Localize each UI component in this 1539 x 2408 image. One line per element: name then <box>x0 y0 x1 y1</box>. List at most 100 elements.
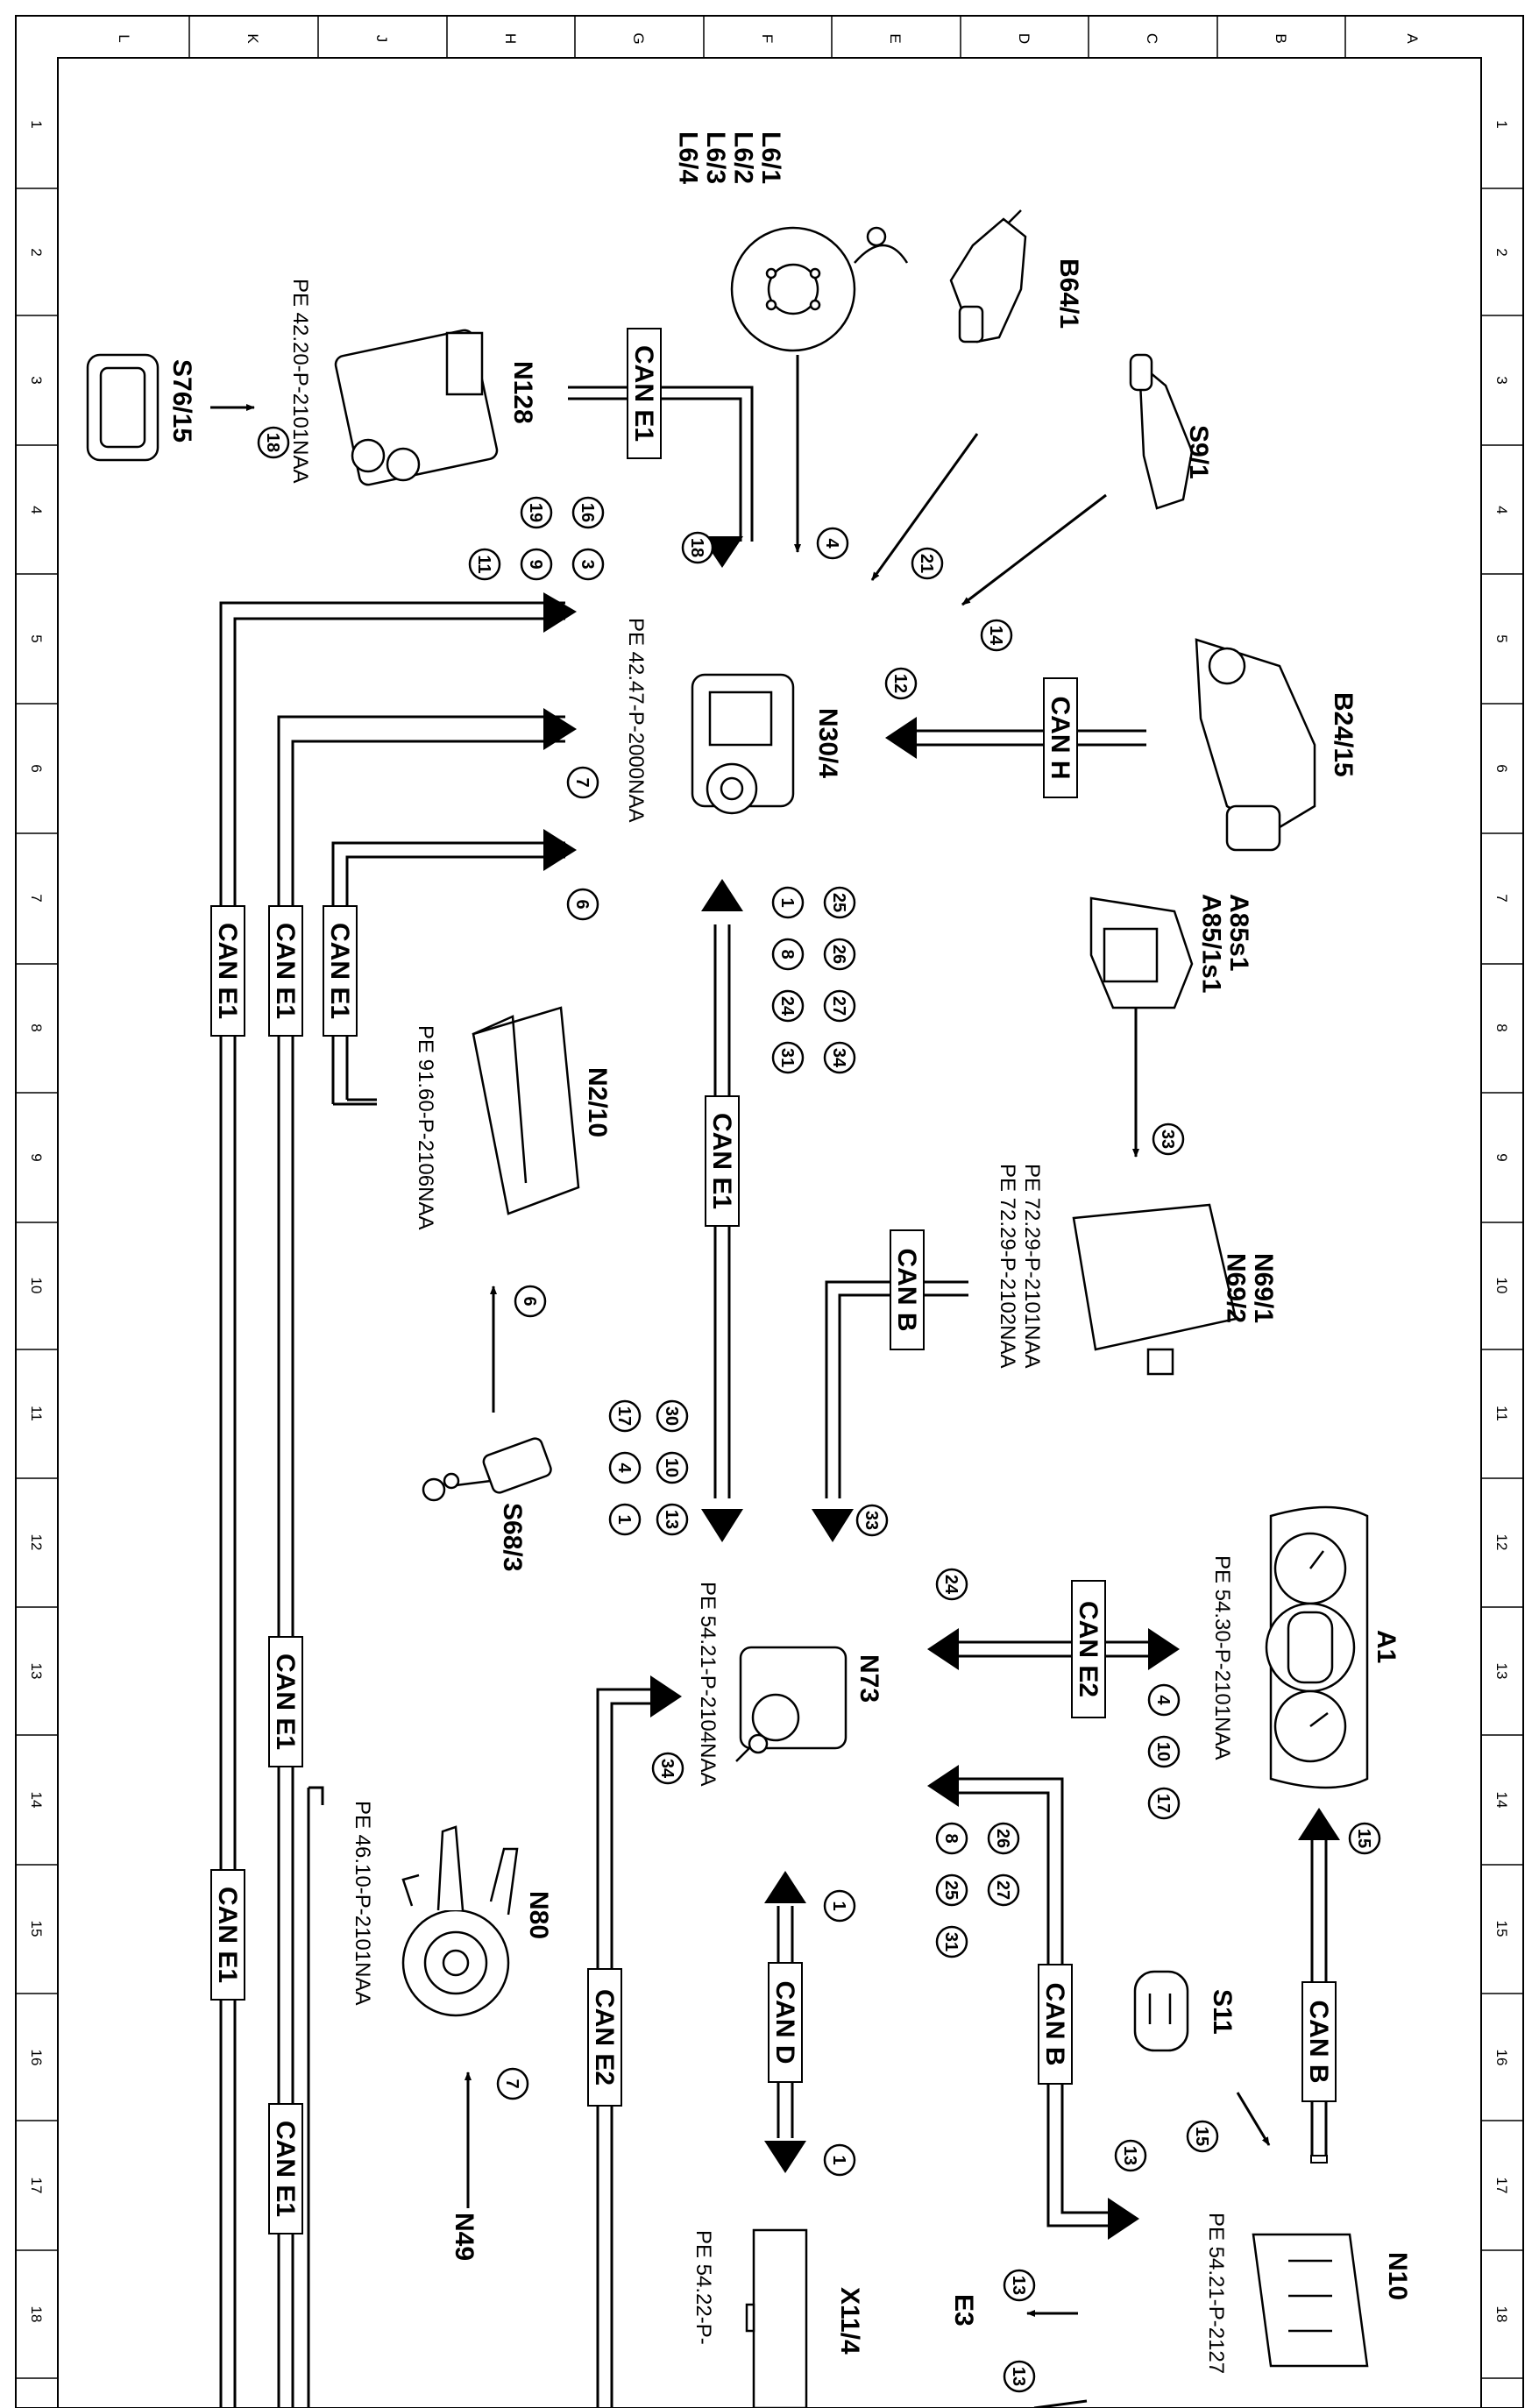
signal-4-mid: 4 <box>608 1451 642 1484</box>
signal-1-mid: 1 <box>608 1503 642 1536</box>
grid-row-9-right: 9 <box>1493 1153 1510 1161</box>
signal-number: 15 <box>1354 1829 1373 1848</box>
grid-row-15-right: 15 <box>1493 1921 1510 1937</box>
signal-number: 14 <box>986 626 1005 646</box>
label-n10: N10 <box>1383 2252 1412 2300</box>
label-n80: N80 <box>524 1891 553 1939</box>
signal-number: 1 <box>777 897 797 907</box>
grid-row-13-right: 13 <box>1493 1663 1510 1680</box>
signal-number: 8 <box>777 949 797 959</box>
bus-label-can-e1-left2: CAN E1 <box>268 905 303 1037</box>
ref-n80: PE 46.10-P-2101NAA <box>351 1801 374 2005</box>
signal-4-a1: 4 <box>1147 1683 1181 1717</box>
ref-n10: PE 54.21-P-2127 <box>1204 2213 1228 2374</box>
bus-label-can-e1-left3: CAN E1 <box>323 905 358 1037</box>
signal-number: 13 <box>1120 2146 1139 2165</box>
l6-sensor-drawing <box>730 226 909 352</box>
signal-1-can-d-top: 1 <box>823 1889 856 1923</box>
signal-number: 13 <box>1009 2367 1028 2386</box>
grid-col-k: K <box>245 33 261 44</box>
signal-6-n30: 6 <box>566 888 599 921</box>
n30-4-module-drawing <box>691 673 795 815</box>
label-s9-1: S9/1 <box>1184 425 1213 479</box>
grid-column-letters: L K J H G F E D C B A <box>116 32 1421 44</box>
signal-number: 26 <box>829 945 848 964</box>
grid-col-c: C <box>1144 33 1160 44</box>
signal-4-l6: 4 <box>816 527 849 560</box>
bus-label-text: CAN E1 <box>213 923 242 1019</box>
a85-drawing <box>1089 896 1194 1009</box>
signal-number: 4 <box>1153 1695 1173 1705</box>
grid-row-2-left: 2 <box>28 248 45 256</box>
signal-number: 11 <box>474 555 493 573</box>
grid-col-h: H <box>502 33 519 44</box>
signal-number: 7 <box>502 2079 521 2088</box>
label-n2-10: N2/10 <box>583 1067 612 1137</box>
signal-34-top: 34 <box>823 1041 856 1074</box>
bus-label-can-e2-a1: CAN E2 <box>1071 1580 1106 1718</box>
bus-label-can-e1-left4: CAN E1 <box>268 1636 303 1767</box>
label-n30-4: N30/4 <box>813 708 842 778</box>
grid-row-17-right: 17 <box>1493 2178 1510 2194</box>
bus-label-text: CAN B <box>1040 1983 1069 2066</box>
signal-21: 21 <box>911 547 944 580</box>
grid-row-16-left: 16 <box>28 2050 45 2066</box>
bus-label-text: CAN E1 <box>271 1654 300 1750</box>
label-l6: L6/1L6/2L6/3L6/4 <box>674 131 786 184</box>
signal-number: 19 <box>526 503 545 522</box>
bus-label-can-b-n69: CAN B <box>890 1229 925 1350</box>
label-n69: N69/1N69/2 <box>1222 1253 1279 1323</box>
signal-13-e3: 13 <box>1003 2269 1036 2302</box>
grid-row-11-left: 11 <box>28 1406 45 1421</box>
ref-n128: PE 42.20-P-2101NAA <box>288 279 312 483</box>
s76-15-switch-drawing <box>86 353 160 462</box>
bus-label-can-h: CAN H <box>1043 677 1078 798</box>
signal-24-top: 24 <box>771 989 805 1023</box>
label-n49: N49 <box>450 2213 479 2261</box>
bus-label-text: CAN E1 <box>629 345 658 442</box>
grid-row-11-right: 11 <box>1493 1406 1510 1421</box>
signal-17-mid: 17 <box>608 1399 642 1433</box>
signal-number: 21 <box>917 554 936 573</box>
signal-27-top: 27 <box>823 989 856 1023</box>
label-n73: N73 <box>855 1654 883 1703</box>
grid-row-12-right: 12 <box>1493 1534 1510 1551</box>
signal-number: 9 <box>526 559 545 569</box>
signal-7-n30: 7 <box>566 766 599 799</box>
bus-label-text: CAN E1 <box>271 923 300 1019</box>
signal-number: 16 <box>578 503 597 522</box>
ref-n30-4: PE 42.47-P-2000NAA <box>624 618 648 822</box>
signal-26-top: 26 <box>823 938 856 971</box>
ref-n69-b: PE 72.29-P-2102NAA <box>996 1164 1019 1368</box>
label-a1: A1 <box>1372 1630 1401 1663</box>
grid-row-18-right: 18 <box>1493 2306 1510 2323</box>
bus-label-text: CAN D <box>770 1981 799 2065</box>
grid-col-a: A <box>1404 33 1421 44</box>
e3-lower-arrow <box>1033 2399 1088 2408</box>
ref-a1: PE 54.30-P-2101NAA <box>1210 1555 1234 1760</box>
signal-15-a1: 15 <box>1348 1822 1381 1855</box>
signal-number: 24 <box>941 1575 961 1595</box>
bus-label-text: CAN B <box>1304 2001 1333 2084</box>
signal-numbers: 18 16 19 3 9 11 18 4 21 14 12 7 6 25 26 … <box>257 426 1381 2393</box>
grid-col-b: B <box>1273 33 1289 43</box>
bus-label-text: CAN H <box>1046 697 1074 780</box>
s9-1-switch-drawing <box>1129 353 1194 510</box>
signal-12: 12 <box>884 667 918 700</box>
bus-label-text: CAN E2 <box>590 1989 619 2086</box>
signal-9: 9 <box>520 548 553 581</box>
grid-row-4-right: 4 <box>1493 506 1510 513</box>
n80-module-drawing <box>401 1825 519 2017</box>
signal-33-n73: 33 <box>855 1504 889 1537</box>
n128-unit-drawing <box>334 329 499 486</box>
signal-number: 6 <box>520 1296 539 1306</box>
signal-number: 18 <box>263 433 282 452</box>
bus-label-can-e1-left1: CAN E1 <box>210 905 245 1037</box>
signal-number: 26 <box>993 1829 1012 1848</box>
grid-col-f: F <box>759 34 776 43</box>
signal-number: 17 <box>614 1406 634 1426</box>
signal-number: 4 <box>614 1463 634 1473</box>
bus-label-text: CAN E1 <box>271 2121 300 2217</box>
bus-label-text: CAN E1 <box>213 1887 242 1983</box>
